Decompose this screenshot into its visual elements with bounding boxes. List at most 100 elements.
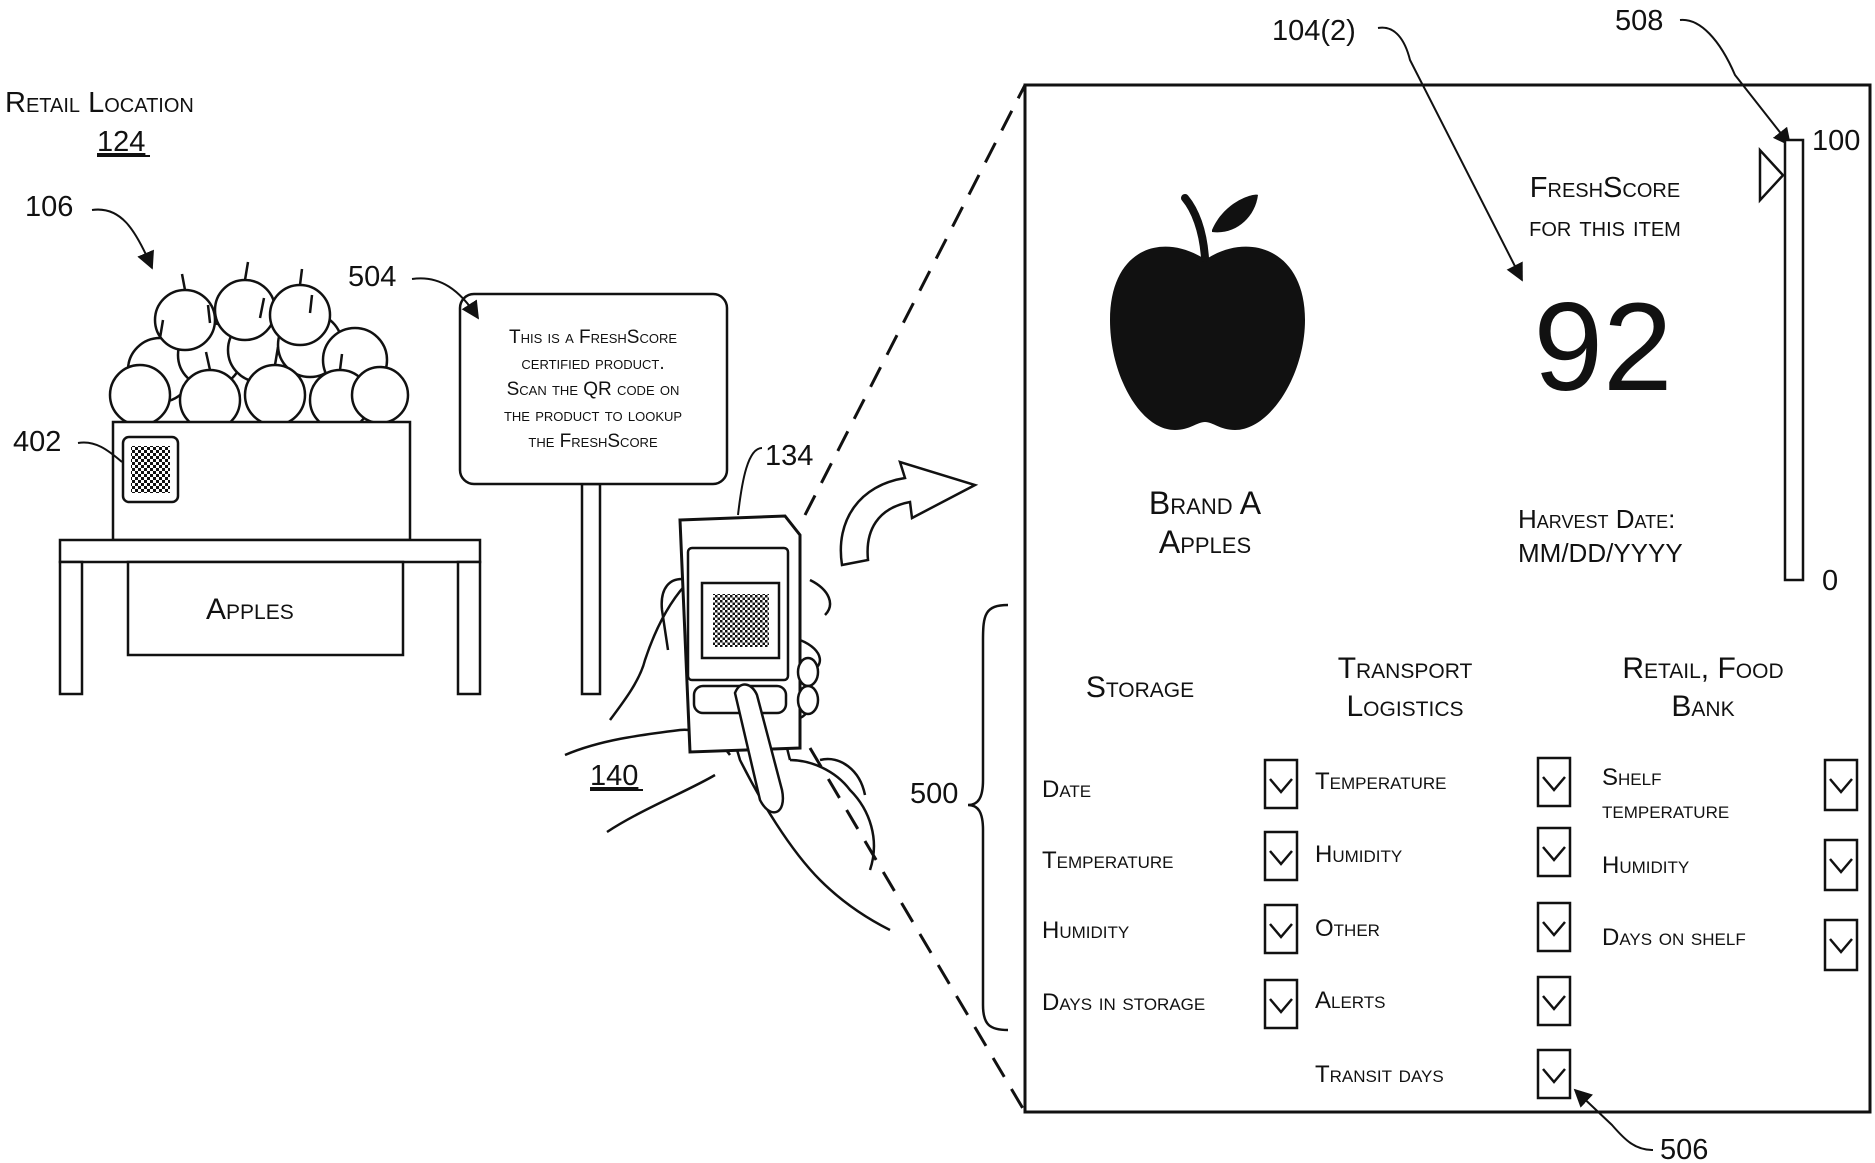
transport-alerts-label: Alerts <box>1315 987 1386 1014</box>
ref-508-callout: 508 <box>1615 5 1792 147</box>
crate-qr-code <box>121 435 180 504</box>
ref-134-callout: 134 <box>737 440 813 516</box>
svg-text:506: 506 <box>1660 1134 1708 1163</box>
svg-text:the product to lookup: the product to lookup <box>504 405 682 426</box>
dropdown-transport-transit-days[interactable] <box>1536 1048 1572 1100</box>
svg-text:This is a FreshScore: This is a FreshScore <box>509 327 677 348</box>
freshscore-value: 92 <box>1533 278 1672 417</box>
svg-text:134: 134 <box>765 440 813 472</box>
transport-details: Temperature Humidity Other Alerts Transi… <box>1315 768 1446 1088</box>
svg-text:certified product.: certified product. <box>521 353 664 374</box>
ref-500-label: 500 <box>910 778 958 810</box>
enlarged-screen <box>1023 83 1872 1114</box>
col-heading-transport-2: Logistics <box>1346 690 1463 723</box>
transport-other-label: Other <box>1315 915 1380 942</box>
sign-text: This is a FreshScore certified product. … <box>504 327 682 452</box>
storage-temperature-label: Temperature <box>1042 847 1173 874</box>
svg-text:402: 402 <box>13 426 61 458</box>
details-brace: 500 <box>910 603 1009 1032</box>
dropdown-storage-date[interactable] <box>1263 758 1299 810</box>
storage-details: Date Temperature Humidity Days in storag… <box>1042 776 1205 1016</box>
svg-text:the FreshScore: the FreshScore <box>528 431 658 452</box>
svg-text:124: 124 <box>97 126 145 158</box>
dropdown-retail-humidity[interactable] <box>1823 838 1859 892</box>
retail-days-on-shelf-label: Days on shelf <box>1602 924 1746 951</box>
chevron-down-icon <box>1829 858 1853 874</box>
retail-details: Shelf temperature Humidity Days on shelf <box>1602 764 1746 951</box>
chevron-down-icon <box>1542 921 1566 937</box>
meter-track <box>1783 138 1805 582</box>
ref-104-2-callout: 104(2) <box>1272 15 1523 282</box>
svg-text:MM/DD/YYYY: MM/DD/YYYY <box>1518 538 1683 568</box>
col-heading-retail-2: Bank <box>1671 690 1734 723</box>
meter-pointer <box>1758 146 1785 204</box>
svg-text:104(2): 104(2) <box>1272 15 1356 47</box>
pointing-finger <box>733 683 785 814</box>
svg-text:for this item: for this item <box>1529 211 1681 243</box>
curved-transition-arrow <box>839 460 979 567</box>
svg-text:106: 106 <box>25 191 73 223</box>
svg-text:Brand A: Brand A <box>1149 485 1262 521</box>
chevron-down-icon <box>1542 776 1566 792</box>
bin-label: Apples <box>206 593 294 626</box>
apple-icon <box>1110 194 1305 430</box>
retail-humidity-label: Humidity <box>1602 852 1689 879</box>
chevron-down-icon <box>1542 846 1566 862</box>
dropdown-transport-temperature[interactable] <box>1536 756 1572 808</box>
meter-max-label: 100 <box>1812 125 1860 157</box>
apple-pile <box>108 261 410 432</box>
dropdown-storage-humidity[interactable] <box>1263 903 1299 955</box>
transport-humidity-label: Humidity <box>1315 841 1402 868</box>
ref-106-callout: 106 <box>25 191 154 270</box>
meter-min-label: 0 <box>1822 565 1838 597</box>
harvest-date: Harvest Date: MM/DD/YYYY <box>1518 504 1683 568</box>
dropdown-transport-humidity[interactable] <box>1536 826 1572 878</box>
transport-transit-days-label: Transit days <box>1315 1061 1444 1088</box>
chevron-down-icon <box>1269 998 1293 1014</box>
dropdown-storage-temperature[interactable] <box>1263 830 1299 882</box>
freshscore-meter: 100 0 <box>1758 125 1860 597</box>
projection-line-top <box>803 84 1027 516</box>
chevron-down-icon <box>1269 850 1293 866</box>
svg-text:Harvest Date:: Harvest Date: <box>1518 504 1675 534</box>
svg-text:Scan the QR code on: Scan the QR code on <box>507 379 680 400</box>
freshscore-heading: FreshScore for this item <box>1529 172 1681 243</box>
svg-text:504: 504 <box>348 261 396 293</box>
phone-qr-code <box>713 594 769 647</box>
storage-humidity-label: Humidity <box>1042 917 1129 944</box>
svg-text:FreshScore: FreshScore <box>1530 172 1680 204</box>
ref-140-label: 140 <box>590 760 638 792</box>
ref-506-callout: 506 <box>1573 1088 1708 1163</box>
retail-shelf-temperature-label-2: temperature <box>1602 797 1729 824</box>
storage-date-label: Date <box>1042 776 1091 803</box>
product-name: Brand A Apples <box>1149 485 1262 560</box>
chevron-down-icon <box>1269 923 1293 939</box>
dropdown-storage-days[interactable] <box>1263 978 1299 1030</box>
chevron-down-icon <box>1269 778 1293 794</box>
col-heading-retail-1: Retail, Food <box>1622 652 1783 685</box>
chevron-down-icon <box>1829 938 1853 954</box>
display-table <box>58 538 482 696</box>
retail-shelf-temperature-label-1: Shelf <box>1602 764 1661 791</box>
storage-days-label: Days in storage <box>1042 989 1205 1016</box>
svg-text:Apples: Apples <box>1159 524 1251 560</box>
dropdown-retail-days-on-shelf[interactable] <box>1823 918 1859 972</box>
transport-temperature-label: Temperature <box>1315 768 1446 795</box>
svg-text:508: 508 <box>1615 5 1663 37</box>
dropdown-transport-alerts[interactable] <box>1536 975 1572 1027</box>
col-heading-storage: Storage <box>1086 671 1194 704</box>
retail-location-label: Retail Location 124 <box>5 87 194 158</box>
ref-402-callout: 402 <box>13 426 123 463</box>
chevron-down-icon <box>1542 1068 1566 1084</box>
dropdown-transport-other[interactable] <box>1536 901 1572 953</box>
chevron-down-icon <box>1542 995 1566 1011</box>
chevron-down-icon <box>1829 778 1853 794</box>
column-headings: Storage Transport Logistics Retail, Food… <box>1086 652 1784 723</box>
dropdown-retail-shelf-temperature[interactable] <box>1823 758 1859 812</box>
freshscore-sign <box>458 292 729 696</box>
ref-504-callout: 504 <box>348 261 479 320</box>
col-heading-transport-1: Transport <box>1338 652 1473 685</box>
svg-text:Retail Location: Retail Location <box>5 87 194 119</box>
